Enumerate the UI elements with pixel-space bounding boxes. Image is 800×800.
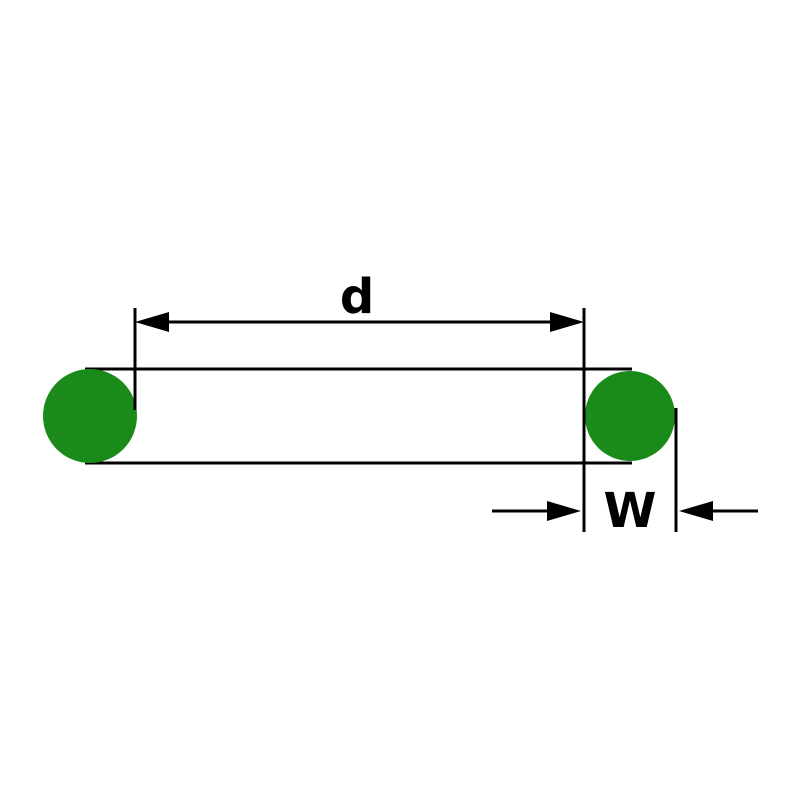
oring-cross-section-left	[43, 369, 137, 463]
dimension-w-arrow-right-icon	[679, 501, 713, 521]
dimension-d-arrow-left-icon	[135, 312, 169, 332]
oring-cross-section-right	[585, 371, 675, 461]
dimension-w: W	[492, 483, 758, 539]
dimension-d: d	[135, 269, 584, 332]
dimension-d-label: d	[340, 269, 374, 325]
dimension-d-arrow-right-icon	[550, 312, 584, 332]
dimension-w-arrow-left-icon	[547, 501, 581, 521]
dimension-w-label: W	[604, 483, 657, 539]
